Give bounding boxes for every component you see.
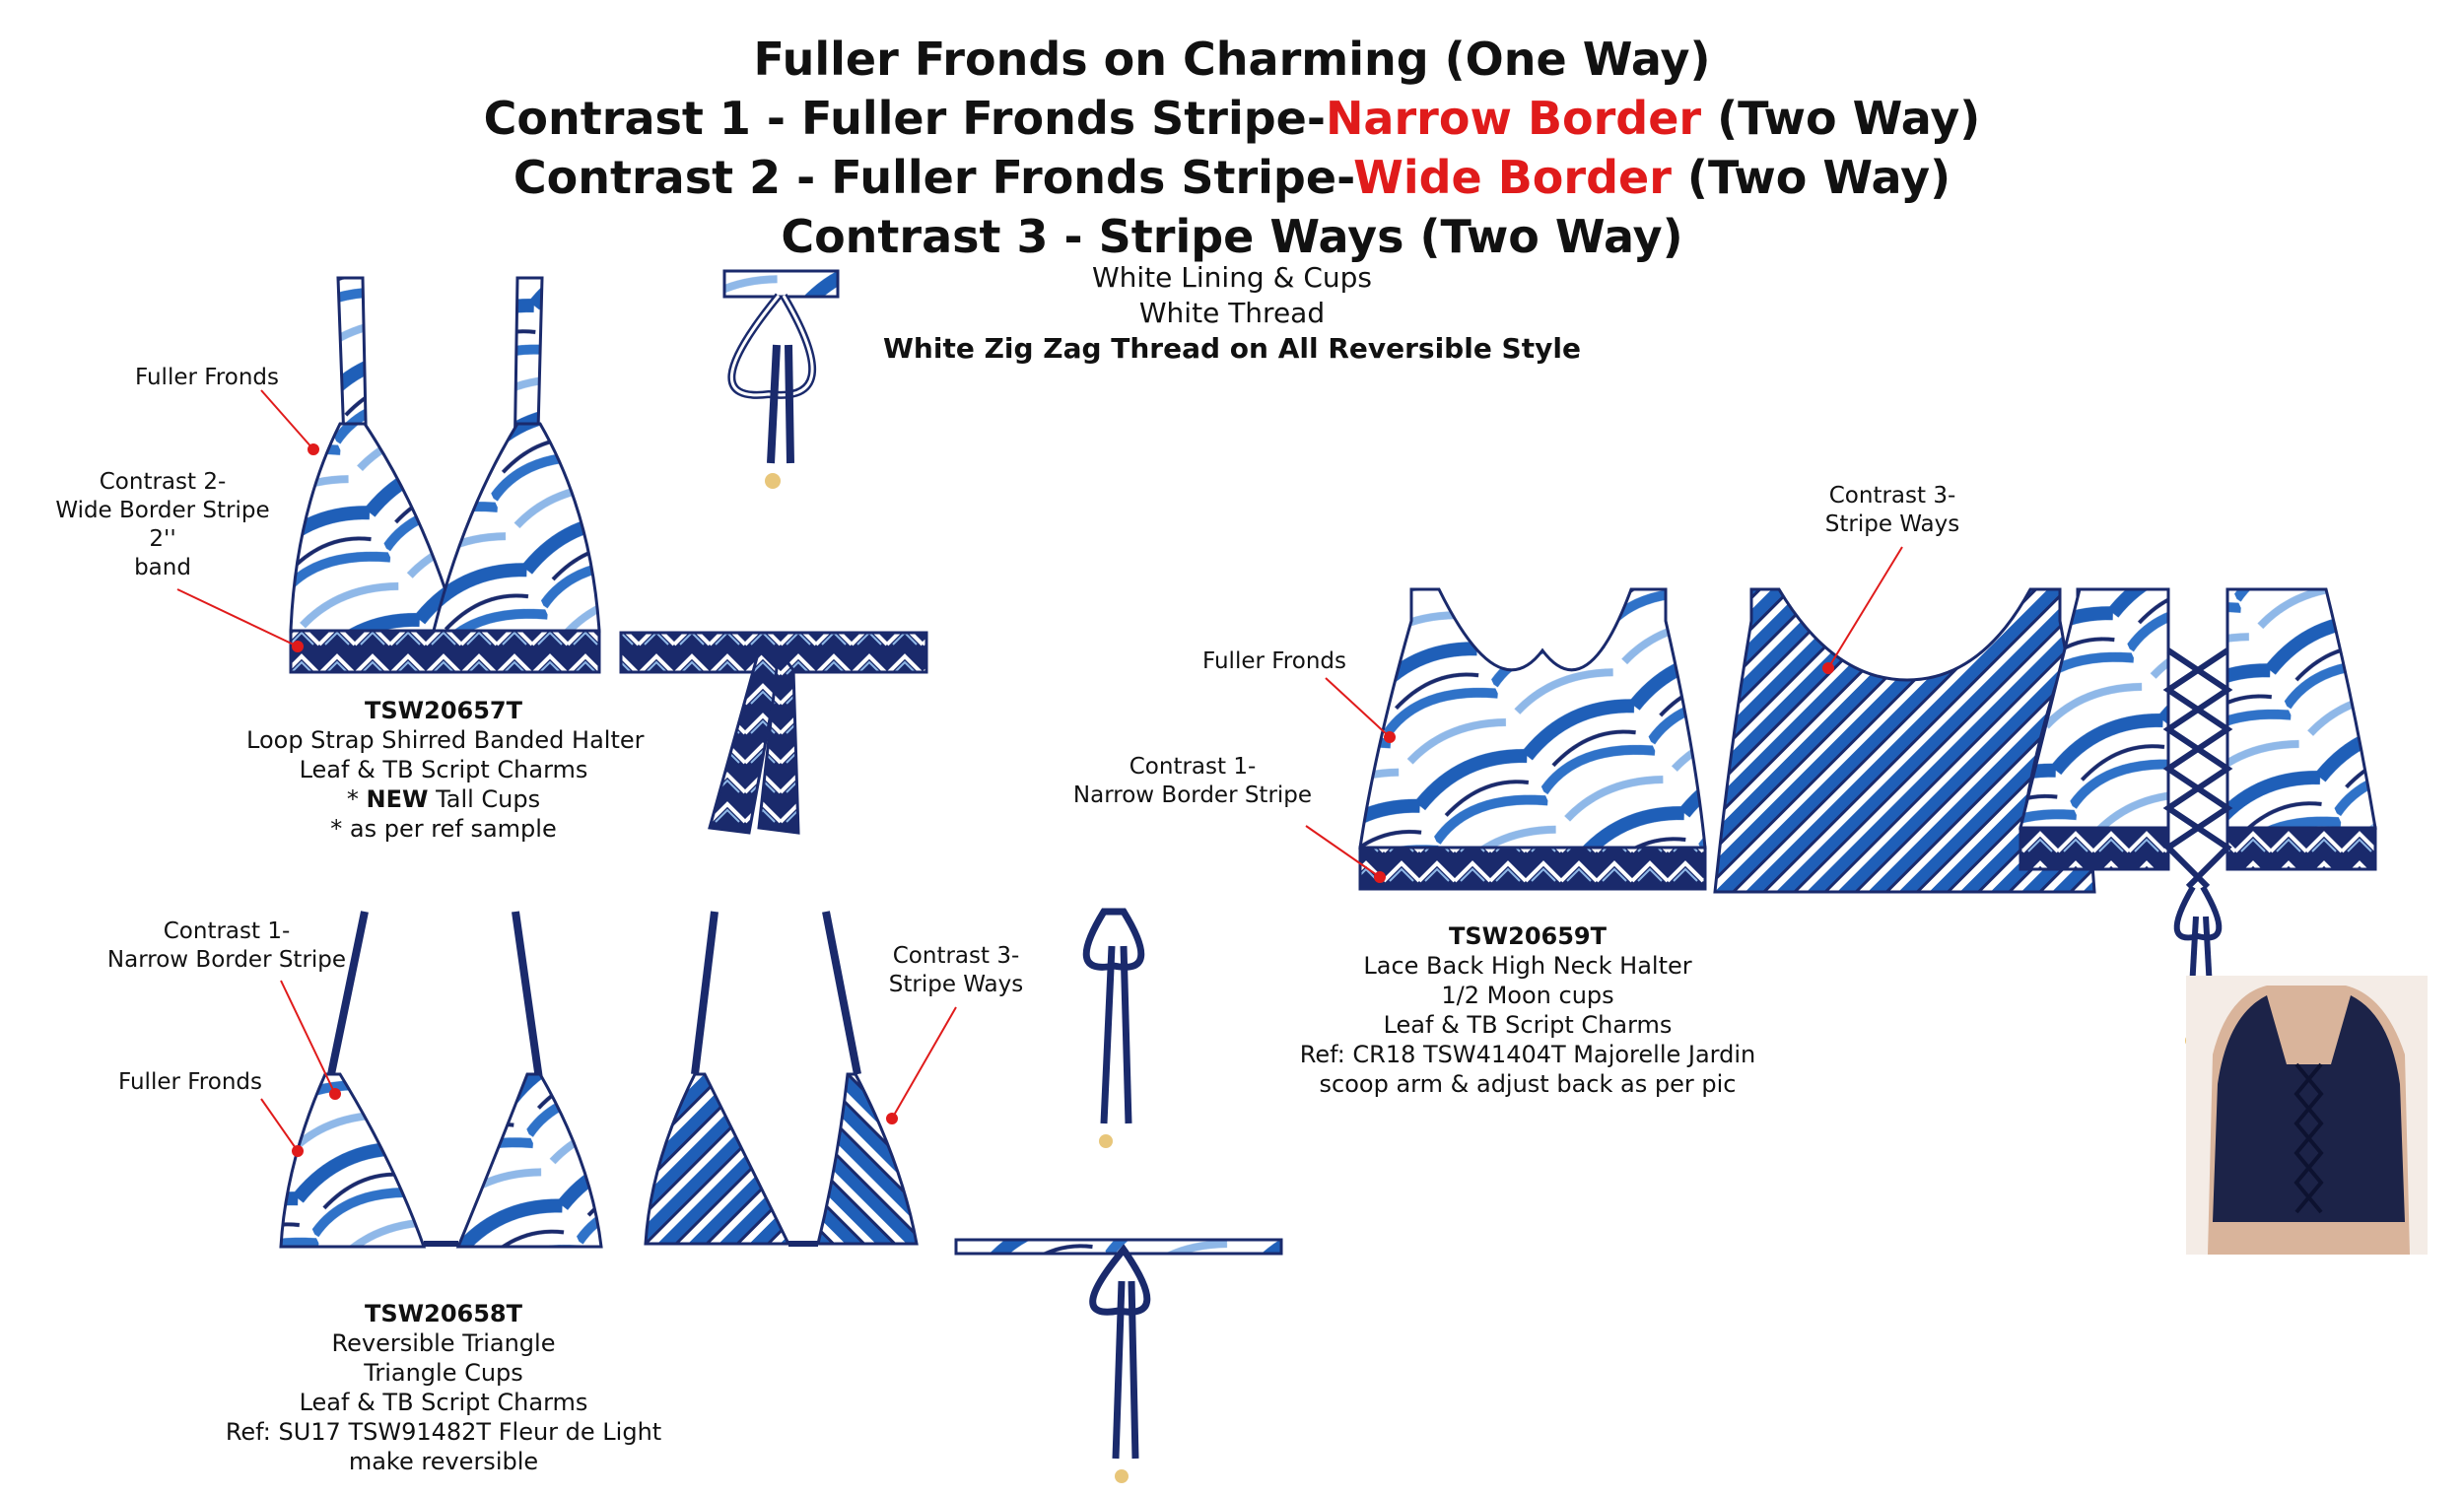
zigzag-note: White Zig Zag Thread on All Reversible S… — [883, 332, 1581, 365]
style-block-tsw20657t: TSW20657T Loop Strap Shirred Banded Halt… — [246, 696, 645, 844]
lining-note: White Lining & Cups — [1091, 261, 1373, 294]
title-line-3-prefix: Contrast 2 - Fuller Fronds Stripe- — [513, 151, 1354, 204]
tsw20658t-reverse-sketch — [644, 911, 919, 1247]
style-block-tsw20658t: TSW20658T Reversible Triangle Triangle C… — [217, 1299, 670, 1476]
title-line-3-highlight: Wide Border — [1353, 151, 1672, 204]
callout-contrast2-size: 2'' — [149, 526, 176, 552]
style-code: TSW20657T — [365, 697, 522, 724]
tsw20658t-front-sketch — [279, 911, 603, 1249]
tsw20659t-reverse-sketch — [1713, 587, 2096, 894]
title-line-4: Contrast 3 - Stripe Ways (Two Way) — [781, 210, 1683, 263]
style-line: Ref: SU17 TSW91482T Fleur de Light — [225, 1418, 662, 1446]
style-code: TSW20658T — [365, 1300, 522, 1327]
callout-contrast2-band: band — [134, 555, 191, 580]
style-line: scoop arm & adjust back as per pic — [1319, 1070, 1737, 1098]
style-new-word: NEW — [366, 785, 429, 813]
style-line: 1/2 Moon cups — [1441, 982, 1614, 1009]
style-new-prefix: * — [346, 785, 367, 813]
tsw20659t-front-sketch — [1358, 587, 1707, 891]
title-line-2: Contrast 1 - Fuller Fronds Stripe-Narrow… — [0, 89, 2464, 148]
title-line-1: Fuller Fronds on Charming (One Way) — [753, 33, 1711, 86]
callout-contrast3-title: Contrast 3- — [892, 943, 1020, 969]
callout-fuller-fronds-2: Fuller Fronds — [118, 1069, 262, 1095]
callout-contrast2-title: Contrast 2- — [99, 469, 227, 495]
style-line: Leaf & TB Script Charms — [299, 1389, 588, 1416]
callout-contrast2-desc: Wide Border Stripe — [55, 498, 270, 523]
thread-note: White Thread — [1138, 297, 1326, 329]
callout-contrast1-desc: Narrow Border Stripe — [106, 947, 347, 973]
callout-contrast1-title: Contrast 1- — [163, 918, 291, 944]
style-line: Ref: CR18 TSW41404T Majorelle Jardin — [1299, 1041, 1756, 1068]
style-block-tsw20659t: TSW20659T Lace Back High Neck Halter 1/2… — [1291, 921, 1764, 1099]
callout-contrast3-desc-3: Stripe Ways — [1824, 511, 1960, 537]
tsw20657t-back-band-sketch — [619, 631, 928, 835]
callout-fuller-fronds-3: Fuller Fronds — [1202, 648, 1346, 674]
callout-contrast1-desc-3: Narrow Border Stripe — [1072, 782, 1313, 808]
style-line: Lace Back High Neck Halter — [1363, 952, 1692, 980]
tsw20659t-back-sketch — [2019, 587, 2377, 1048]
style-line: Loop Strap Shirred Banded Halter — [246, 726, 645, 754]
style-line: make reversible — [348, 1448, 539, 1475]
style-code: TSW20659T — [1449, 922, 1607, 950]
style-line: Triangle Cups — [364, 1359, 523, 1387]
style-line: Leaf & TB Script Charms — [299, 756, 588, 783]
reference-photo — [2186, 976, 2428, 1255]
title-line-2-suffix: (Two Way) — [1701, 92, 1981, 145]
style-new-suffix: Tall Cups — [428, 785, 541, 813]
tsw20657t-front-sketch — [289, 276, 601, 674]
style-line: * as per ref sample — [330, 815, 557, 843]
title-line-3: Contrast 2 - Fuller Fronds Stripe-Wide B… — [0, 148, 2464, 207]
callout-lines — [176, 389, 1903, 1157]
title-line-2-prefix: Contrast 1 - Fuller Fronds Stripe- — [483, 92, 1326, 145]
callout-contrast3-desc: Stripe Ways — [888, 972, 1024, 997]
style-line: Reversible Triangle — [331, 1329, 556, 1357]
title-line-2-highlight: Narrow Border — [1325, 92, 1702, 145]
callout-contrast3-title-3: Contrast 3- — [1828, 483, 1956, 509]
style-new-line: * NEW Tall Cups — [246, 784, 641, 814]
tsw20658t-back-tie-sketch — [954, 1238, 1283, 1483]
tsw20657t-neck-tie-sketch — [722, 269, 840, 489]
callout-contrast1-title-3: Contrast 1- — [1129, 754, 1257, 780]
style-line: Leaf & TB Script Charms — [1383, 1011, 1673, 1039]
callout-fuller-fronds-1: Fuller Fronds — [135, 365, 279, 390]
title-line-3-suffix: (Two Way) — [1671, 151, 1951, 204]
tsw20658t-neck-tie-sketch — [1082, 908, 1145, 1148]
